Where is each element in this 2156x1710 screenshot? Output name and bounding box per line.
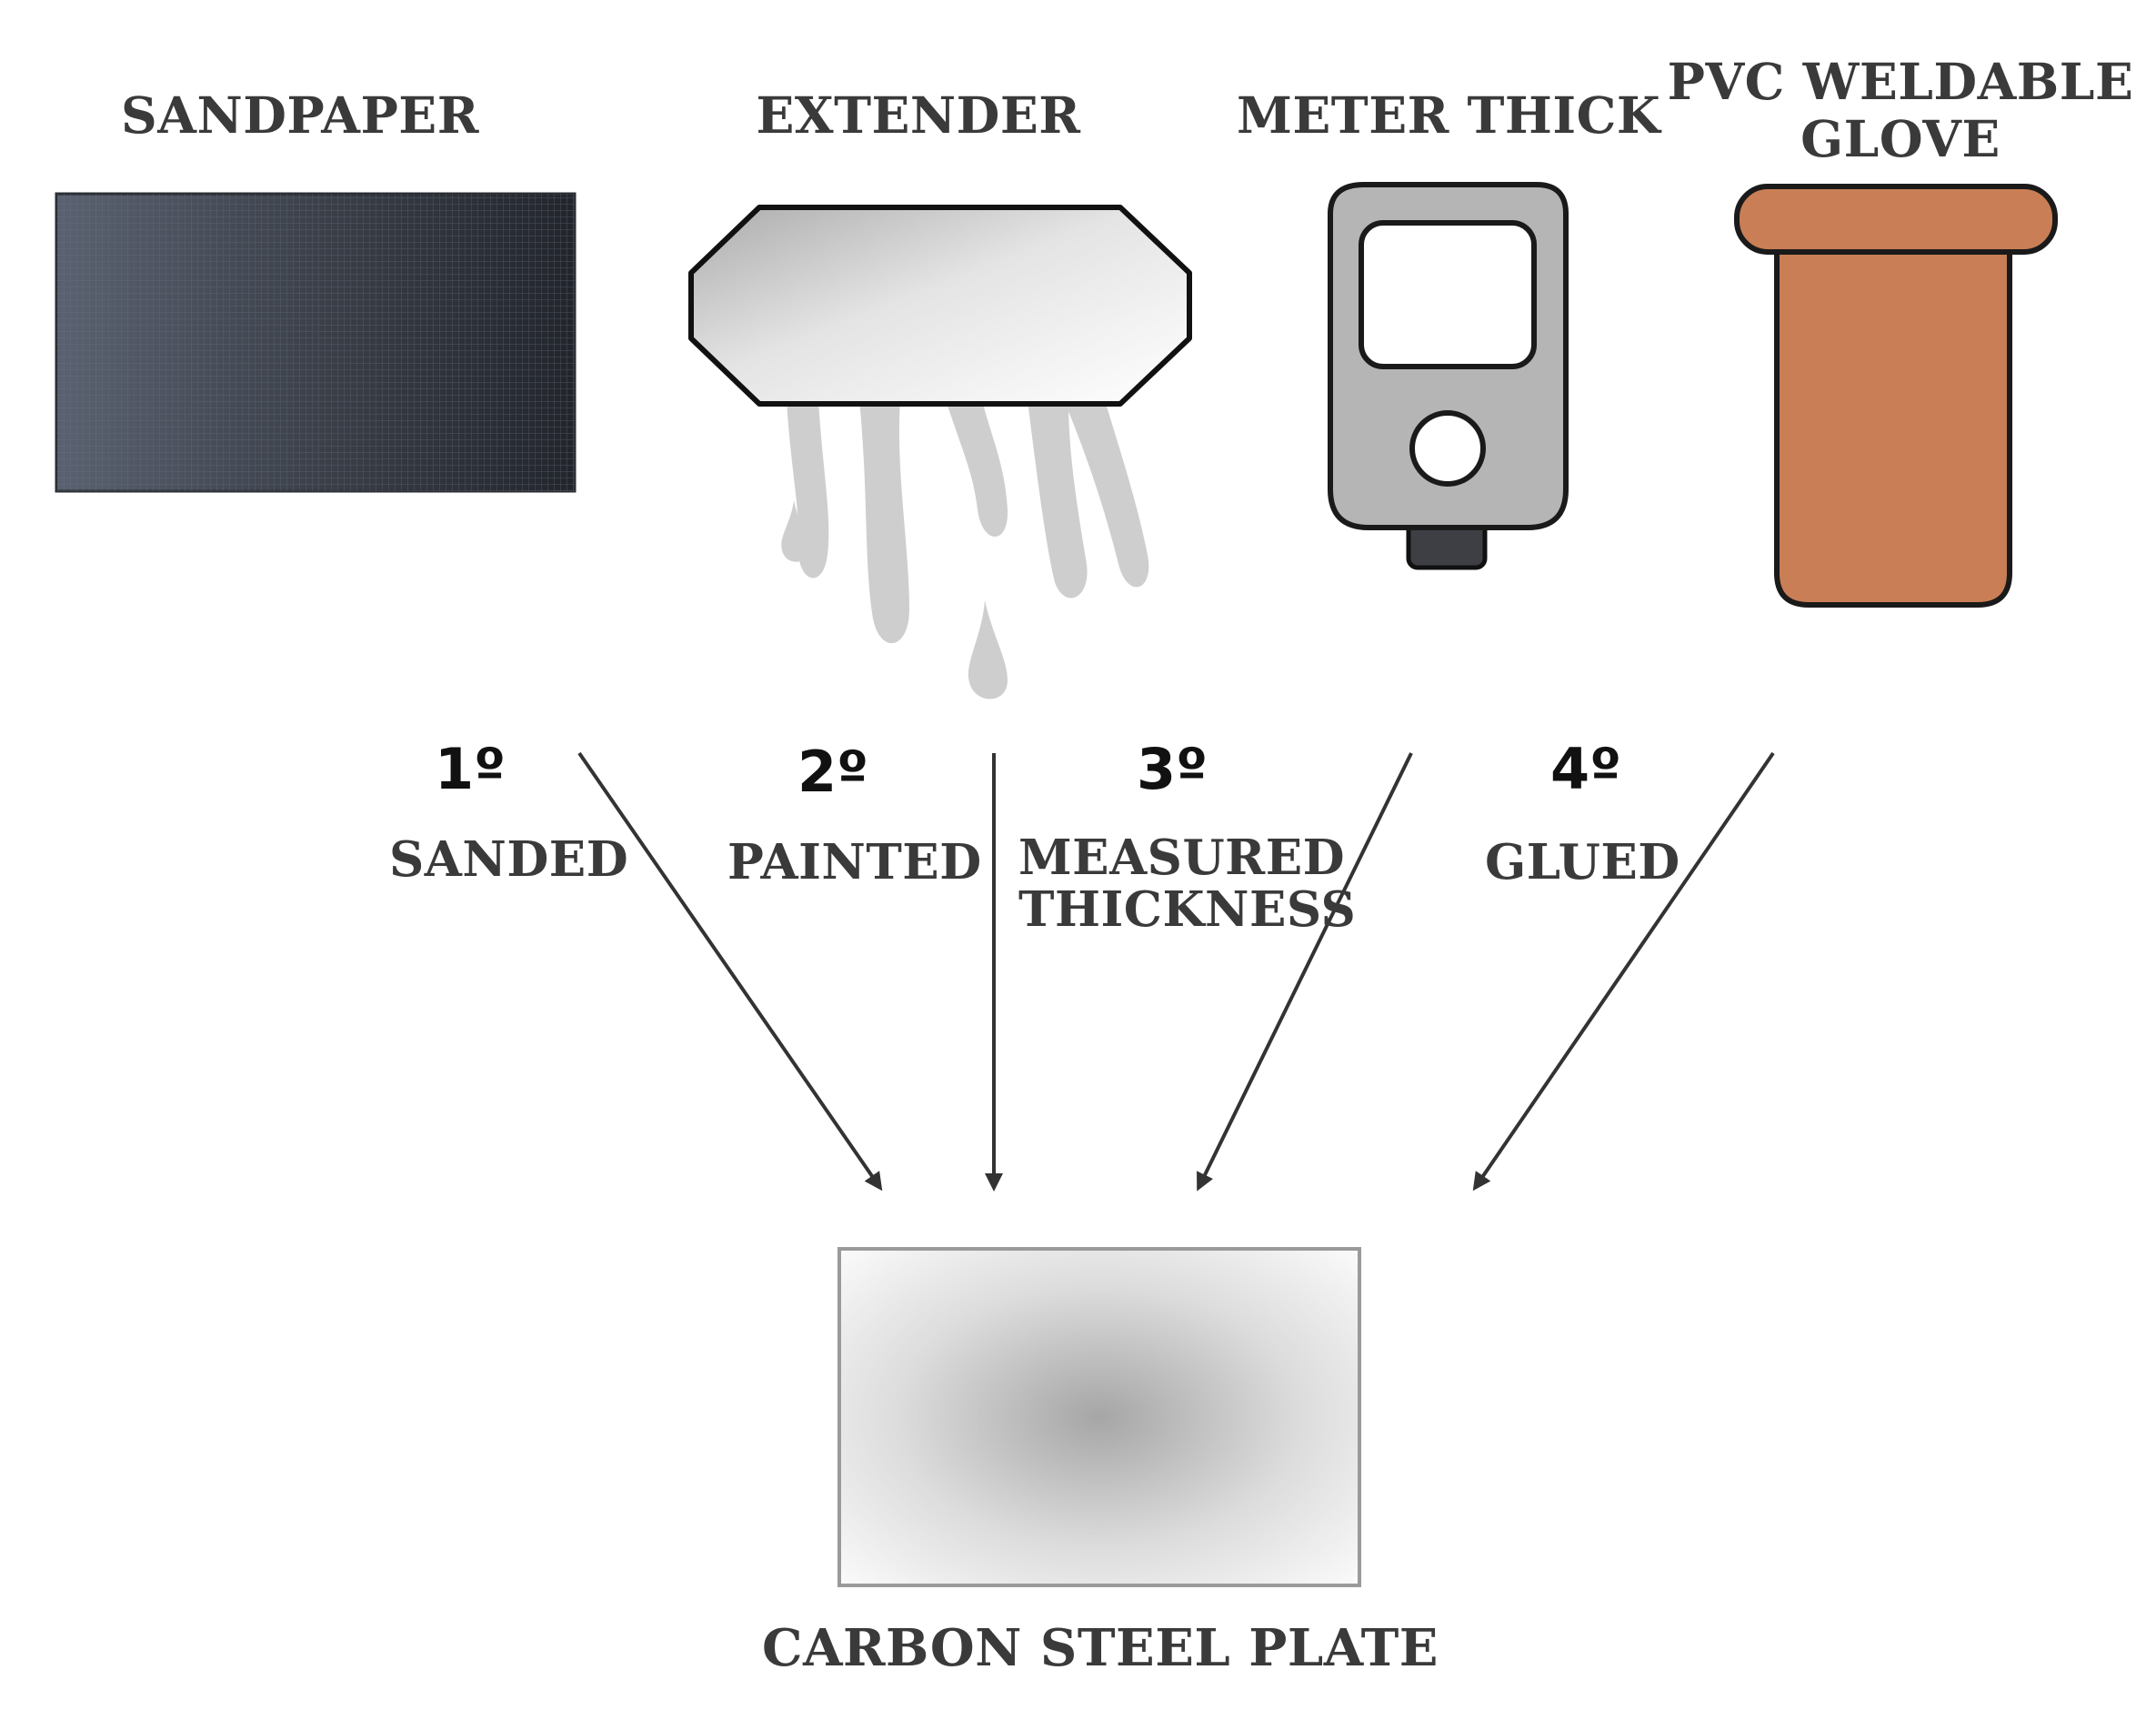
arrow-step-1 (577, 751, 883, 1192)
step-label-1: SANDED (389, 831, 629, 888)
carbon-steel-plate (837, 1247, 1361, 1587)
plate-label: CARBON STEEL PLATE (762, 1618, 1439, 1678)
step-number-3: 3º (1137, 736, 1208, 802)
step-number-1: 1º (435, 736, 506, 802)
thickness-meter-icon (1328, 182, 1569, 570)
tool-name-meter: METER THICK (1237, 86, 1661, 145)
pvc-glove-icon (1734, 184, 2058, 608)
paint-drip-icon (781, 400, 1149, 699)
tool-name-glove: PVC WELDABLE GLOVE (1667, 52, 2134, 169)
step-number-2: 2º (797, 739, 869, 805)
step-label-4: GLUED (1485, 834, 1680, 890)
arrows (577, 751, 1775, 1192)
tool-name-extender: EXTENDER (756, 86, 1081, 145)
arrow-step-3 (1197, 752, 1413, 1192)
sandpaper-icon (55, 192, 577, 493)
extender-icon (688, 205, 1192, 699)
step-label-3: MEASURED THICKNESS (1018, 830, 1357, 939)
tool-name-sandpaper: SANDPAPER (121, 86, 479, 145)
arrow-step-4 (1472, 751, 1775, 1192)
step-label-2: PAINTED (727, 834, 982, 890)
step-number-4: 4º (1550, 736, 1622, 802)
